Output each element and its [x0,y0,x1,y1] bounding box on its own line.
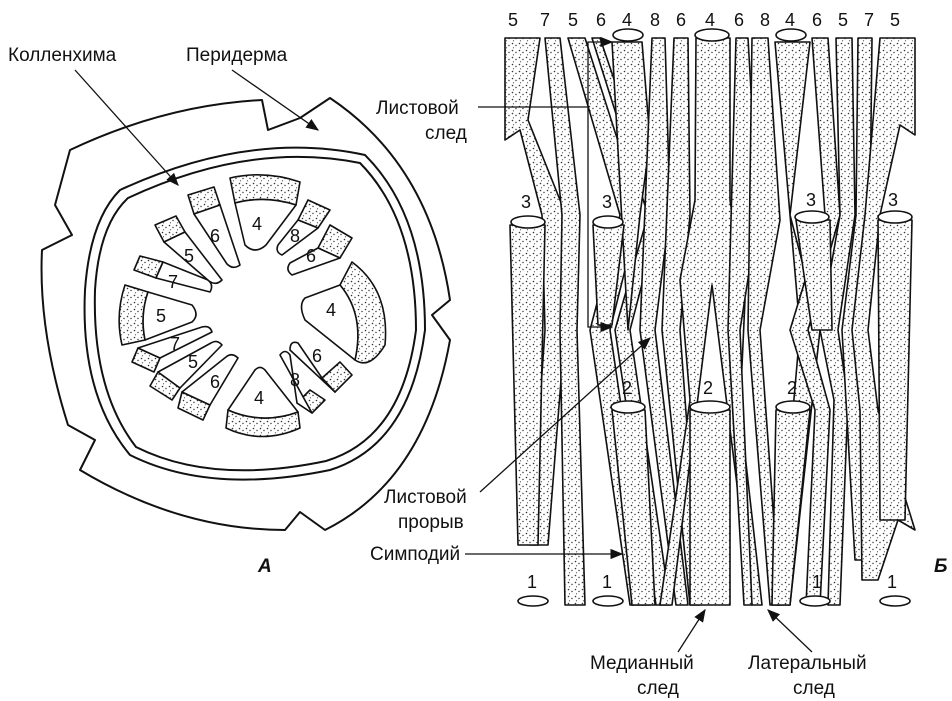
bundle-number: 6 [312,346,322,366]
top-number: 4 [622,10,632,30]
leaf-trace-label: след [425,123,467,144]
trace-1-ellipse [800,596,830,606]
top-number: 5 [838,10,848,30]
cylinder-top [593,216,623,228]
top-number: 5 [890,10,900,30]
bundle-number: 5 [188,352,198,372]
cylinder-top [776,29,806,41]
top-number: 4 [785,10,795,30]
cylinder-top [695,29,729,41]
trace-cylinder-3 [510,225,545,545]
top-number: 6 [596,10,606,30]
cylinder-top [776,401,810,413]
bundle-number: 6 [210,372,220,392]
row3-number: 3 [602,192,612,212]
leaf-gap-label: Листовой [384,487,467,508]
top-number: 8 [760,10,770,30]
cylinder-top [613,29,643,41]
bundle-number: 6 [306,246,316,266]
cylinder-top [795,211,829,223]
vascular-system-panel: 5 7 5 6 4 8 6 4 6 8 4 6 5 7 5 3 3 3 3 2 … [370,10,947,699]
top-number: 8 [650,10,660,30]
top-number: 7 [864,10,874,30]
row2-number: 2 [703,378,713,398]
cylinder-top [690,401,730,413]
trace-cylinder-2 [690,410,730,605]
trace-cylinder-2 [772,410,810,605]
row1-number: 1 [527,572,537,592]
top-number: 6 [676,10,686,30]
bundle-number: 5 [184,246,194,266]
trace-cylinder-3 [878,220,912,520]
top-number: 6 [812,10,822,30]
row1-number: 1 [812,572,822,592]
row1-number: 1 [887,572,897,592]
bundle-number: 5 [156,306,166,326]
periderm-outline [42,98,450,530]
periderm-label: Перидерма [186,45,288,66]
row3-number: 3 [806,190,816,210]
bundle-number: 7 [170,334,180,354]
bundle-number: 7 [168,272,178,292]
top-number: 6 [734,10,744,30]
top-number: 5 [508,10,518,30]
bundle-number: 4 [254,388,264,408]
panel-label-b: Б [934,556,947,577]
bundle-number: 6 [210,226,220,246]
top-number: 4 [705,10,715,30]
row2-number: 2 [622,378,632,398]
trace-1-ellipse [593,596,623,606]
row3-number: 3 [888,190,898,210]
median-trace-label: след [637,678,679,699]
leaf-gap-label: прорыв [398,512,464,533]
lateral-trace-label: Латеральный [748,653,867,674]
row1-number: 1 [602,572,612,592]
cylinder-top [611,401,645,413]
cylinder-top [878,211,912,223]
top-number: 7 [540,10,550,30]
cylinder-top [511,216,545,228]
median-trace-label: Медианный [590,653,694,674]
panel-label-a: А [257,556,272,577]
bundle-number: 4 [326,300,336,320]
trace-1-ellipse [880,596,910,606]
leaf-trace-label: Листовой [376,98,459,119]
bundle-number: 8 [290,226,300,246]
row2-number: 2 [787,378,797,398]
collenchyma-label: Колленхима [8,45,117,66]
row3-number: 3 [521,192,531,212]
sympodium-label: Симподий [370,544,460,565]
bundle-number: 4 [252,214,262,234]
trace-1-ellipse [518,596,548,606]
bundle-number: 8 [290,370,300,390]
top-number: 5 [568,10,578,30]
lateral-trace-label: след [793,678,835,699]
